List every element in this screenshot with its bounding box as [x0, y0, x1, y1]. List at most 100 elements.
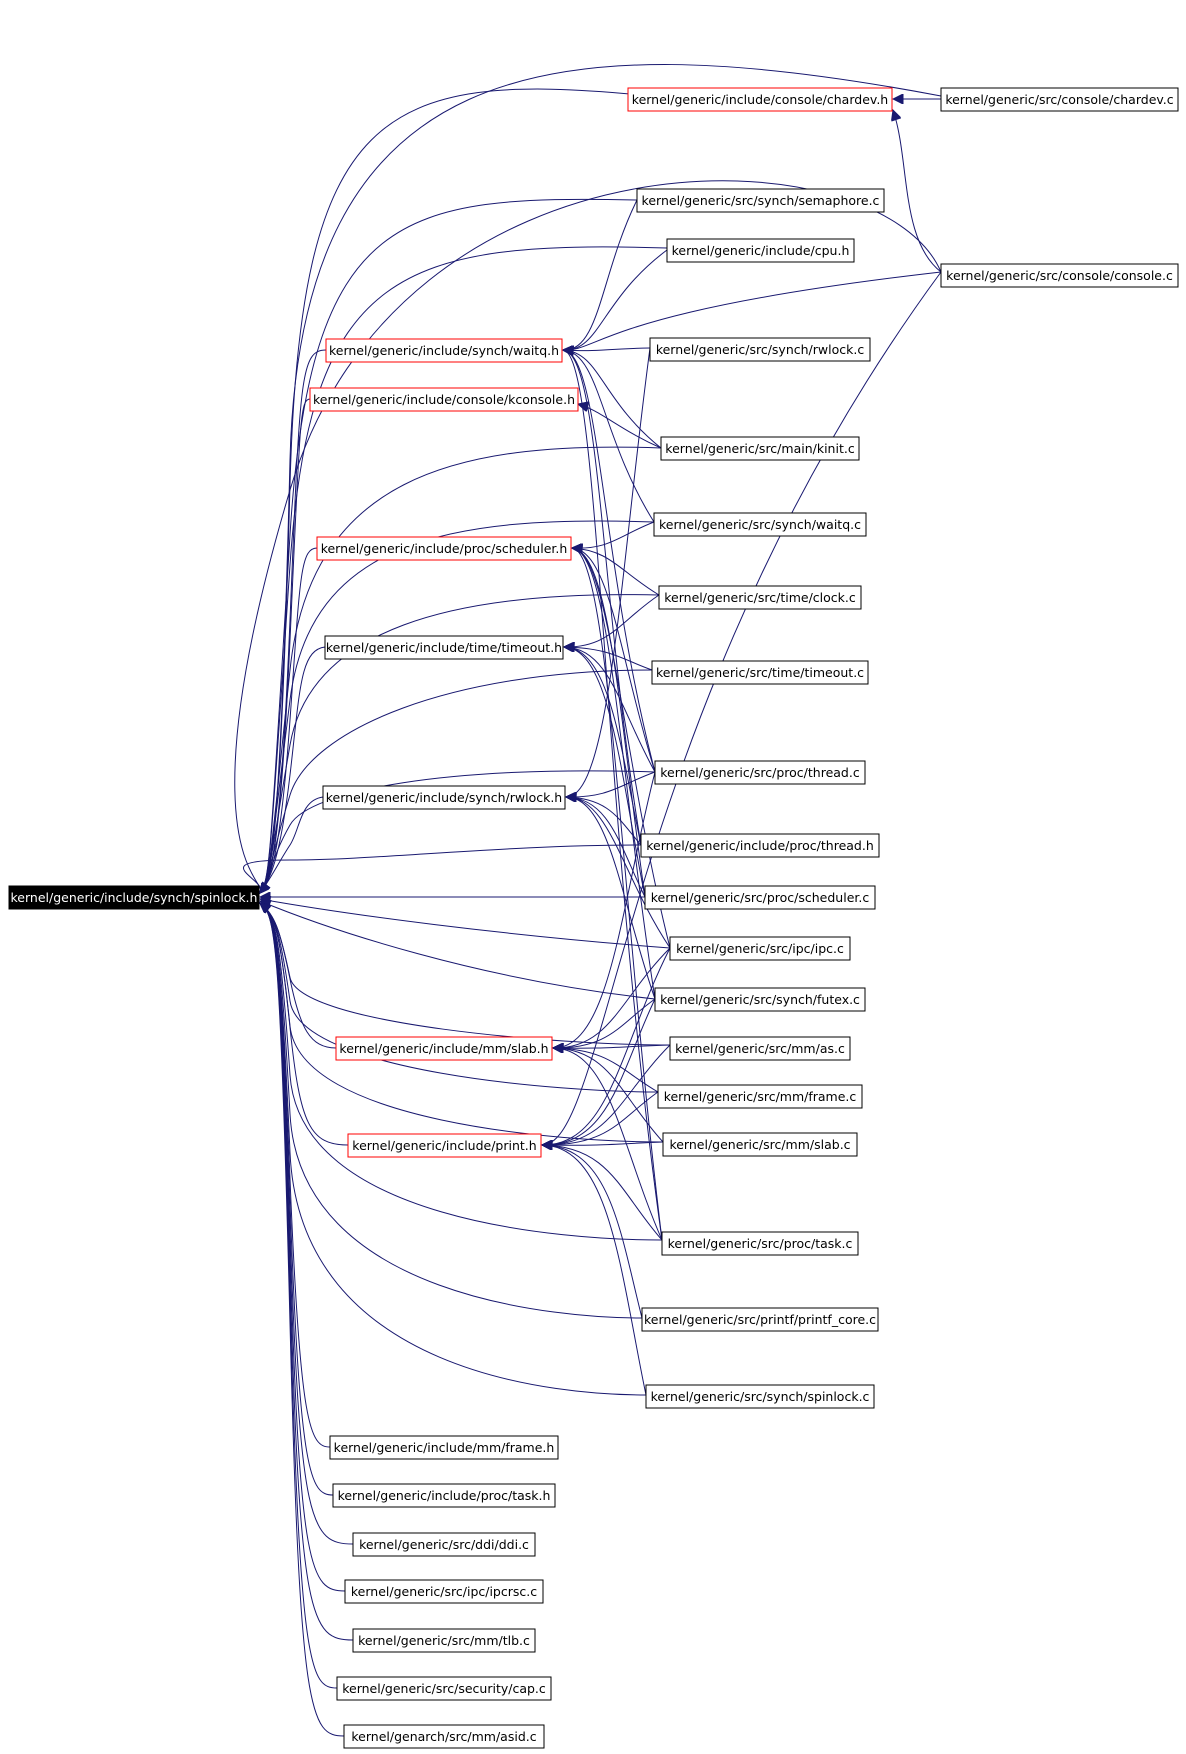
- dependency-edge: [564, 594, 660, 647]
- node-label: kernel/generic/src/printf/printf_core.c: [644, 1312, 876, 1327]
- dependency-edge: [893, 110, 942, 273]
- node-spinlock-c[interactable]: kernel/generic/src/synch/spinlock.c: [645, 1384, 875, 1409]
- dependency-edge: [566, 797, 642, 846]
- node-label: kernel/generic/src/ipc/ipc.c: [676, 941, 844, 956]
- node-task-c[interactable]: kernel/generic/src/proc/task.c: [661, 1231, 859, 1256]
- node-label: kernel/generic/src/console/chardev.c: [945, 92, 1173, 107]
- dependency-edge: [563, 350, 656, 773]
- dependency-edge: [260, 646, 326, 893]
- node-thread-h[interactable]: kernel/generic/include/proc/thread.h: [640, 833, 880, 858]
- dependency-edge: [563, 350, 662, 449]
- node-waitq-h[interactable]: kernel/generic/include/synch/waitq.h: [325, 338, 563, 363]
- node-label: kernel/generic/src/synch/spinlock.c: [651, 1389, 870, 1404]
- node-clock-c[interactable]: kernel/generic/src/time/clock.c: [658, 585, 862, 610]
- dependency-edge: [260, 903, 643, 1319]
- dependency-edge: [260, 903, 663, 1241]
- node-label: kernel/generic/include/proc/thread.h: [646, 838, 874, 853]
- dependency-edge: [553, 947, 671, 1048]
- node-scheduler-h[interactable]: kernel/generic/include/proc/scheduler.h: [316, 536, 572, 561]
- dependency-edge: [566, 797, 656, 1000]
- node-tlb-c[interactable]: kernel/generic/src/mm/tlb.c: [352, 1628, 536, 1653]
- dependency-edge: [578, 404, 662, 449]
- node-label: kernel/generic/src/mm/frame.c: [664, 1089, 857, 1104]
- dependency-edge: [260, 901, 656, 1000]
- node-rwlock-h[interactable]: kernel/generic/include/synch/rwlock.h: [322, 785, 566, 810]
- node-ddi-c[interactable]: kernel/generic/src/ddi/ddi.c: [352, 1532, 536, 1557]
- dependency-edge: [553, 771, 656, 1048]
- node-label: kernel/generic/src/proc/task.c: [668, 1236, 853, 1251]
- node-label: kernel/generic/include/cpu.h: [672, 243, 850, 258]
- node-chardev-c[interactable]: kernel/generic/src/console/chardev.c: [940, 87, 1179, 112]
- node-print-h[interactable]: kernel/generic/include/print.h: [347, 1133, 542, 1158]
- node-timeout-c[interactable]: kernel/generic/src/time/timeout.c: [651, 660, 869, 685]
- node-label: kernel/generic/src/synch/futex.c: [660, 992, 860, 1007]
- node-task-h[interactable]: kernel/generic/include/proc/task.h: [332, 1483, 556, 1508]
- dependency-edge: [542, 1145, 647, 1396]
- dependency-edge: [553, 998, 656, 1048]
- dependency-edge: [542, 1091, 659, 1145]
- dependency-edge: [566, 771, 656, 797]
- node-label: kernel/generic/src/time/timeout.c: [656, 665, 864, 680]
- node-label: kernel/generic/include/console/kconsole.…: [313, 392, 575, 407]
- dependency-edge: [563, 350, 642, 846]
- node-asid-c[interactable]: kernel/genarch/src/mm/asid.c: [343, 1724, 545, 1749]
- node-label: kernel/generic/src/main/kinit.c: [665, 441, 855, 456]
- dependency-edge: [566, 797, 671, 949]
- node-slab-c[interactable]: kernel/generic/src/mm/slab.c: [662, 1132, 858, 1157]
- dependency-edge: [542, 1044, 671, 1145]
- dependency-edge: [542, 1142, 664, 1145]
- node-cpu-h[interactable]: kernel/generic/include/cpu.h: [666, 238, 855, 263]
- node-console-c[interactable]: kernel/generic/src/console/console.c: [940, 263, 1179, 288]
- node-label: kernel/generic/include/proc/task.h: [338, 1488, 551, 1503]
- dependency-edge: [566, 347, 651, 797]
- node-label: kernel/generic/src/mm/as.c: [675, 1041, 845, 1056]
- node-label: kernel/generic/src/ipc/ipcrsc.c: [351, 1584, 537, 1599]
- node-label: kernel/generic/include/proc/scheduler.h: [321, 541, 568, 556]
- dependency-edge: [572, 548, 656, 773]
- dependency-edge: [566, 797, 646, 898]
- node-spinlock-h[interactable]: kernel/generic/include/synch/spinlock.h: [8, 885, 260, 910]
- dependency-edge: [260, 903, 671, 1046]
- dependency-edge: [564, 647, 646, 898]
- node-waitq-c[interactable]: kernel/generic/src/synch/waitq.c: [653, 512, 867, 537]
- node-ipc-c[interactable]: kernel/generic/src/ipc/ipc.c: [669, 936, 851, 961]
- dependency-edge: [260, 669, 653, 893]
- node-chardev-h[interactable]: kernel/generic/include/console/chardev.h: [627, 87, 893, 112]
- node-label: kernel/generic/include/synch/rwlock.h: [326, 790, 562, 805]
- node-label: kernel/generic/src/mm/tlb.c: [358, 1633, 530, 1648]
- dependency-edge: [563, 271, 942, 350]
- node-thread-c[interactable]: kernel/generic/src/proc/thread.c: [654, 760, 866, 785]
- dependency-edge: [572, 521, 655, 548]
- dependency-edge: [260, 903, 659, 1093]
- node-kconsole-h[interactable]: kernel/generic/include/console/kconsole.…: [309, 387, 579, 412]
- dependency-edge: [563, 350, 663, 1241]
- node-as-c[interactable]: kernel/generic/src/mm/as.c: [669, 1036, 851, 1061]
- node-printf-core-c[interactable]: kernel/generic/src/printf/printf_core.c: [641, 1307, 879, 1332]
- node-semaphore-c[interactable]: kernel/generic/src/synch/semaphore.c: [636, 188, 885, 213]
- dependency-edge: [572, 548, 656, 1000]
- node-label: kernel/generic/include/console/chardev.h: [632, 92, 888, 107]
- node-label: kernel/generic/src/synch/waitq.c: [659, 517, 861, 532]
- dependency-edge: [553, 1045, 671, 1048]
- node-label: kernel/generic/src/synch/rwlock.c: [656, 342, 865, 357]
- node-cap-c[interactable]: kernel/generic/src/security/cap.c: [336, 1676, 552, 1701]
- node-frame-h[interactable]: kernel/generic/include/mm/frame.h: [329, 1435, 559, 1460]
- dependency-edge: [572, 548, 671, 949]
- dependency-edge: [542, 271, 942, 1145]
- node-frame-c[interactable]: kernel/generic/src/mm/frame.c: [657, 1084, 863, 1109]
- node-label: kernel/generic/include/synch/spinlock.h: [11, 890, 258, 905]
- node-futex-c[interactable]: kernel/generic/src/synch/futex.c: [654, 987, 866, 1012]
- dependency-edge: [260, 88, 642, 893]
- dependency-edge: [564, 647, 642, 846]
- node-scheduler-c[interactable]: kernel/generic/src/proc/scheduler.c: [644, 885, 876, 910]
- dependency-edge: [542, 1145, 663, 1241]
- dependency-edge: [260, 547, 318, 893]
- dependency-edge: [563, 199, 638, 350]
- dependency-edge: [564, 647, 656, 773]
- node-slab-h[interactable]: kernel/generic/include/mm/slab.h: [335, 1036, 553, 1061]
- node-kinit-c[interactable]: kernel/generic/src/main/kinit.c: [660, 436, 860, 461]
- dependency-edge: [260, 899, 671, 949]
- node-ipcrsc-c[interactable]: kernel/generic/src/ipc/ipcrsc.c: [344, 1579, 544, 1604]
- node-timeout-h[interactable]: kernel/generic/include/time/timeout.h: [324, 635, 564, 660]
- node-rwlock-c[interactable]: kernel/generic/src/synch/rwlock.c: [649, 337, 871, 362]
